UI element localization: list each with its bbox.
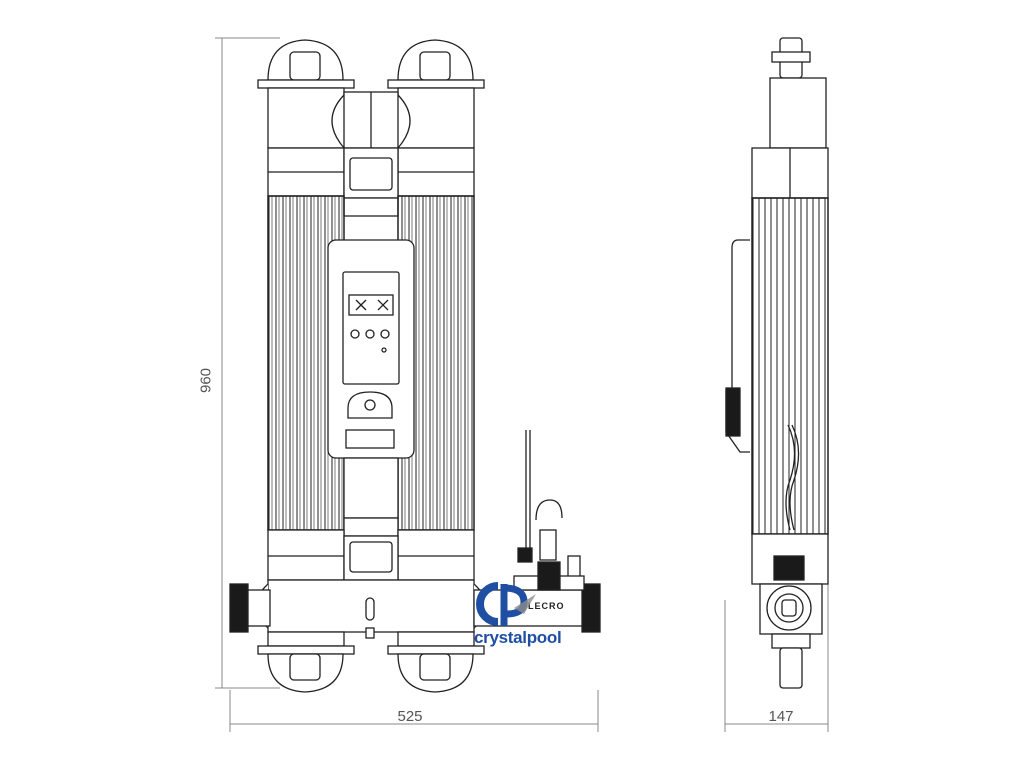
- panel-button-3: [380, 329, 390, 339]
- panel-button-2: [365, 329, 375, 339]
- height-dimension-label: 960: [197, 367, 215, 394]
- right-bottom-cap: [387, 631, 485, 693]
- watermark-brand-text: crystalpool: [474, 628, 562, 647]
- crystalpool-logo-icon: [474, 580, 544, 633]
- left-bottom-cap: [257, 631, 355, 693]
- dimension-lines: [215, 37, 829, 732]
- left-lower-collar: [267, 529, 345, 581]
- right-outlet-flange: [581, 583, 601, 633]
- side-tube-bank: [751, 197, 829, 535]
- side-upper-body: [769, 77, 827, 149]
- probe-assembly: [513, 430, 585, 591]
- left-top-cap: [257, 39, 355, 149]
- right-lower-collar: [397, 529, 475, 581]
- side-bottom-cap: [779, 647, 803, 689]
- front-view: [229, 39, 601, 693]
- left-inlet-flange: [229, 583, 249, 633]
- right-top-cap: [387, 39, 485, 149]
- panel-button-1: [350, 329, 360, 339]
- width-dimension-label: 525: [397, 708, 423, 725]
- side-view: [725, 37, 829, 689]
- depth-dimension-label: 147: [768, 708, 794, 725]
- control-panel: [327, 239, 415, 459]
- housing-label: LECRO: [528, 601, 565, 611]
